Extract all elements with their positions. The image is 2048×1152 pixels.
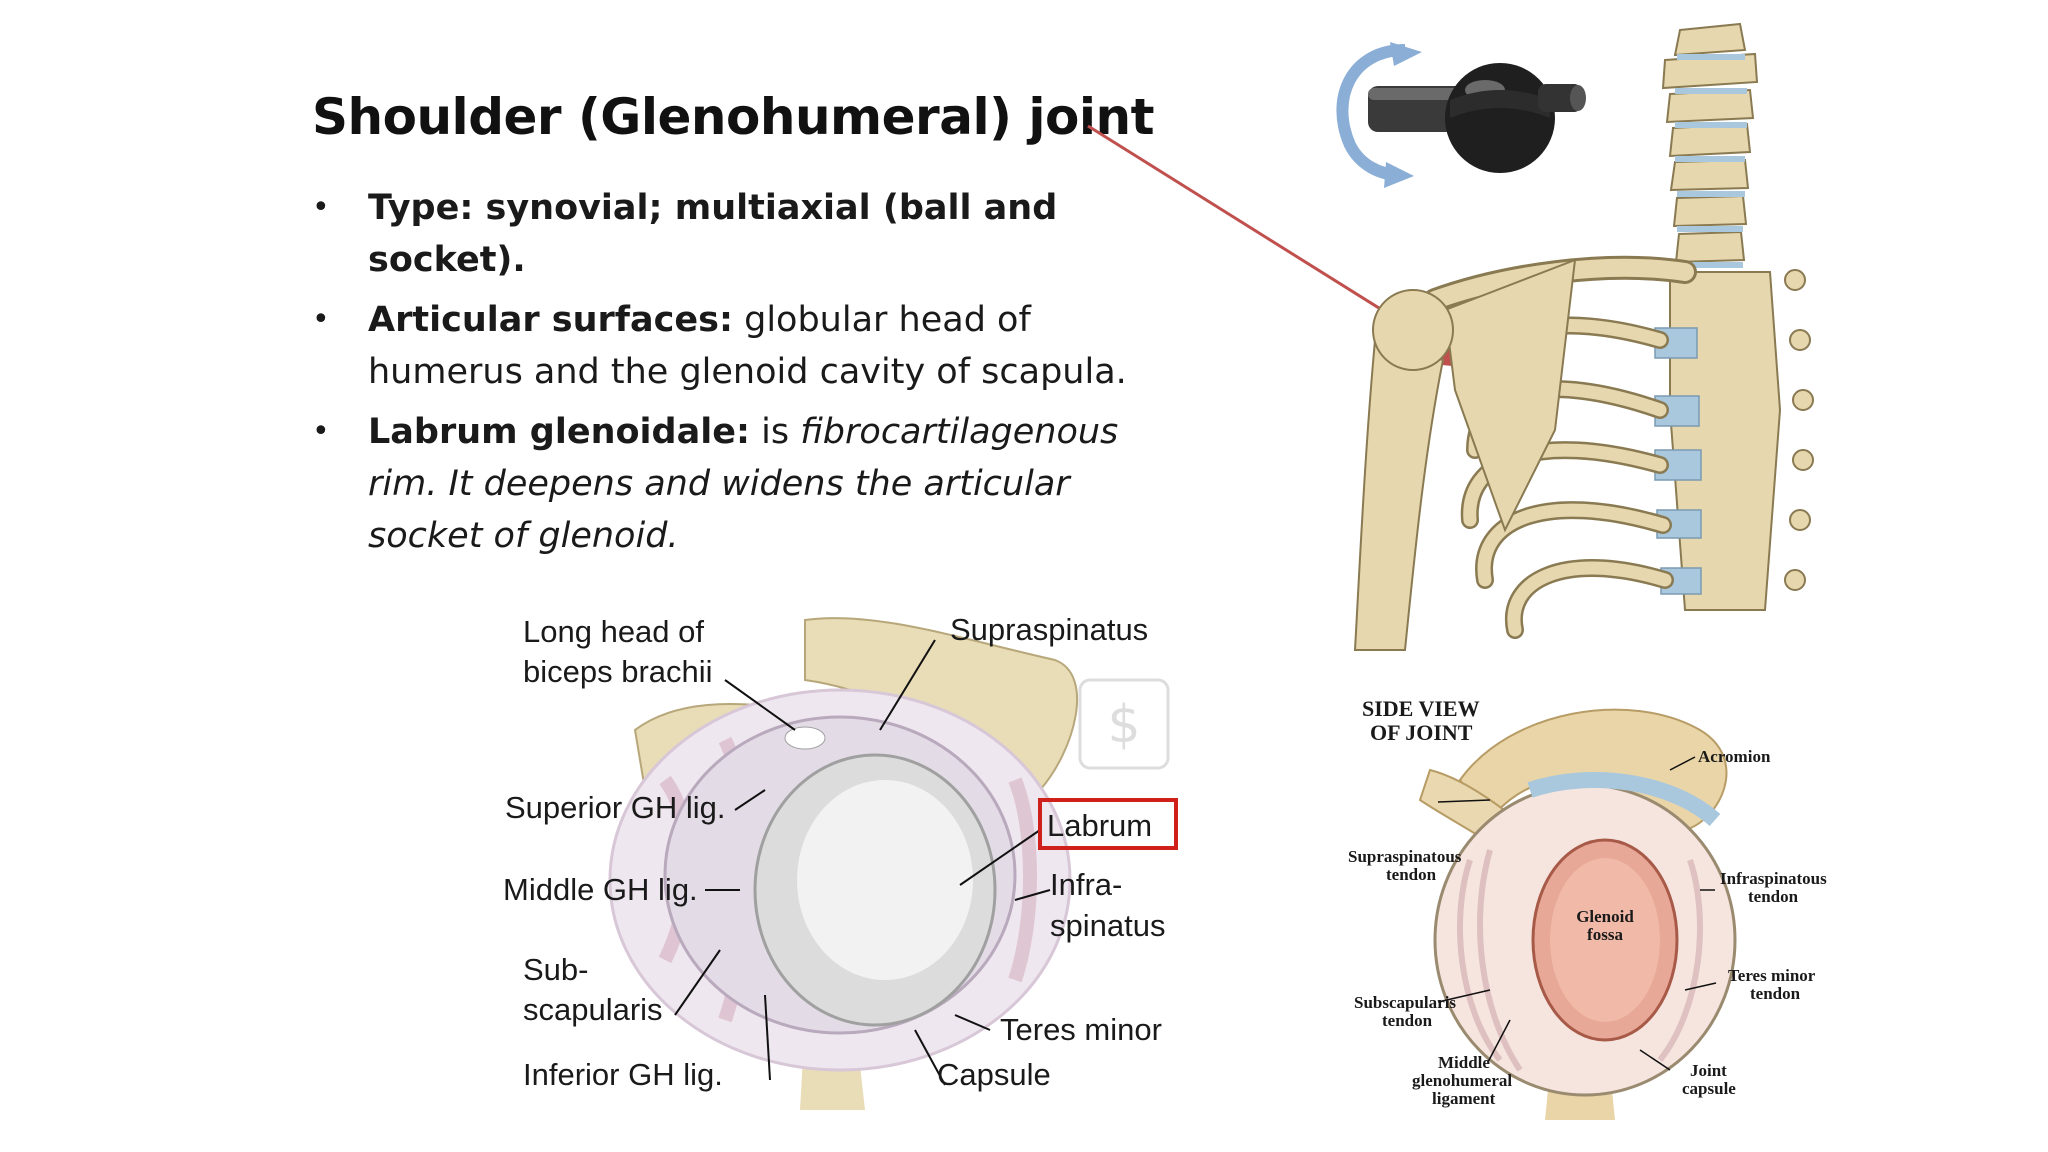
label-teres-1: Teres minor [1728, 966, 1816, 985]
label-supraspinatous-1: Supraspinatous [1348, 847, 1462, 866]
label-joint-1: Joint [1690, 1061, 1727, 1080]
label-capsule: Capsule [937, 1057, 1051, 1092]
svg-text:$: $ [1107, 695, 1140, 755]
label-long-head-2: biceps brachii [523, 654, 713, 689]
label-subscap-1: Subscapularis [1354, 993, 1456, 1012]
glenoid-labrum-figure: $ Long head of biceps brachii Supraspina… [495, 600, 1185, 1110]
label-teres-minor: Teres minor [1000, 1012, 1162, 1047]
label-acromion: Acromion [1698, 747, 1771, 766]
label-sub-1: Sub- [523, 952, 588, 987]
label-infraspinatous-1: Infraspinatous [1720, 869, 1827, 888]
label-subscap-2: tendon [1382, 1011, 1433, 1030]
label-long-head-1: Long head of [523, 614, 704, 649]
label-middle-2: glenohumeral [1412, 1071, 1512, 1090]
label-infra-2: spinatus [1050, 908, 1165, 943]
label-infra-1: Infra- [1050, 867, 1122, 902]
label-inferior-gh: Inferior GH lig. [523, 1057, 723, 1092]
label-supraspinatous-2: tendon [1386, 865, 1437, 884]
label-joint-2: capsule [1682, 1079, 1736, 1098]
label-labrum: Labrum [1047, 808, 1152, 843]
label-superior-gh: Superior GH lig. [505, 790, 726, 825]
label-middle-3: ligament [1432, 1089, 1496, 1108]
label-middle-gh: Middle GH lig. [503, 872, 698, 907]
label-sub-2: scapularis [523, 992, 663, 1027]
label-glenoid-2: fossa [1587, 925, 1623, 944]
skeleton-illustration [1325, 10, 1865, 660]
label-middle-1: Middle [1438, 1053, 1490, 1072]
label-infraspinatous-2: tendon [1748, 887, 1799, 906]
side-view-figure: SIDE VIEW OF JOINT Acromion Supraspinato… [1340, 690, 1860, 1120]
label-glenoid-1: Glenoid [1576, 907, 1634, 926]
label-teres-2: tendon [1750, 984, 1801, 1003]
label-supraspinatus: Supraspinatus [950, 612, 1148, 647]
label-side-view-1: SIDE VIEW [1362, 696, 1480, 721]
label-side-view-2: OF JOINT [1370, 720, 1473, 745]
